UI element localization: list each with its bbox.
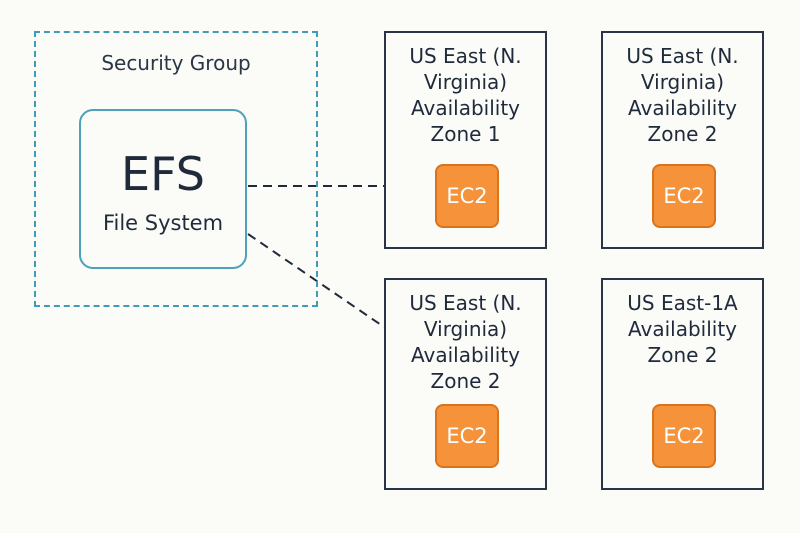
zone-name: US East-1A Availability Zone 2 [627,291,738,367]
availability-zone-1[interactable]: US East (N. Virginia) Availability Zone … [384,31,547,249]
ec2-instance-icon[interactable]: EC2 [435,164,499,228]
efs-subtitle: File System [102,211,224,235]
zone-name: US East (N. Virginia) Availability Zone … [409,44,522,146]
availability-zone-2[interactable]: US East (N. Virginia) Availability Zone … [601,31,764,249]
efs-title: EFS [121,147,205,201]
ec2-label: EC2 [446,184,488,208]
ec2-label: EC2 [446,424,488,448]
security-group: Security Group [34,31,318,307]
availability-zone-3[interactable]: US East (N. Virginia) Availability Zone … [384,278,547,490]
zone-name: US East (N. Virginia) Availability Zone … [409,291,522,393]
ec2-instance-icon[interactable]: EC2 [435,404,499,468]
ec2-instance-icon[interactable]: EC2 [652,164,716,228]
zone-name: US East (N. Virginia) Availability Zone … [626,44,739,146]
availability-zone-4[interactable]: US East-1A Availability Zone 2 EC2 [601,278,764,490]
ec2-label: EC2 [663,424,705,448]
efs-file-system[interactable]: EFS File System [79,109,247,269]
ec2-instance-icon[interactable]: EC2 [652,404,716,468]
ec2-label: EC2 [663,184,705,208]
security-group-label: Security Group [101,51,251,75]
